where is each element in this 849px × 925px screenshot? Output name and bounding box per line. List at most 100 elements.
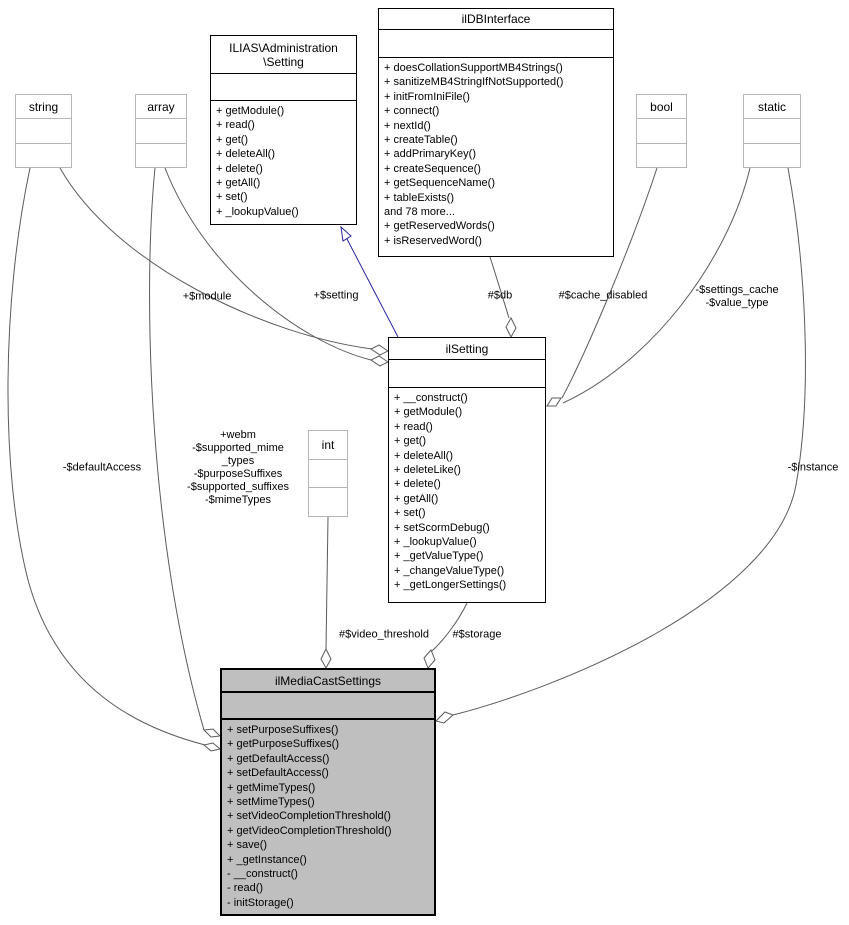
list-item: + deleteLike() [394, 464, 461, 477]
edge-string-to-mediacast [7, 167, 206, 746]
list-item: + setPurposeSuffixes() [227, 724, 339, 736]
list-item: + getReservedWords() [384, 220, 495, 233]
aggregation-diamond-supported [202, 728, 222, 738]
list-item: + sanitizeMB4StringIfNotSupported() [384, 76, 564, 89]
list-item: + isReservedWord() [384, 234, 482, 247]
list-item: + getMimeTypes() [227, 781, 316, 794]
aggregation-diamond-module [370, 344, 389, 356]
type-name: array [136, 95, 186, 120]
list-item: + getDefaultAccess() [227, 752, 330, 765]
type-empty-compartment [637, 144, 686, 167]
class-title: ILIAS\Administration\Setting [211, 36, 356, 74]
aggregation-diamond-setting [370, 355, 389, 367]
list-item: + setScormDebug() [394, 521, 490, 534]
edge-label-storage: #$storage [452, 628, 502, 641]
edge-array-to-mediacast [149, 167, 205, 731]
list-item: + getPurposeSuffixes() [227, 738, 339, 751]
list-item: + __construct() [394, 392, 468, 404]
list-item: + get() [394, 435, 427, 448]
type-name: bool [637, 95, 686, 120]
list-item: + tableExists() [384, 191, 454, 204]
list-item: and 78 more... [384, 206, 455, 219]
type-box-string: string [15, 94, 72, 168]
edge-label-db: #$db [487, 289, 513, 302]
list-item: -$value_type [705, 297, 769, 309]
class-title: ilDBInterface [379, 9, 613, 30]
class-box-ilias-administration-setting[interactable]: ILIAS\Administration\Setting + getModule… [210, 35, 357, 225]
edge-label-default-access: -$defaultAccess [62, 461, 142, 474]
edge-label-cache-disabled: #$cache_disabled [558, 289, 648, 302]
edge-ilsetting-to-mediacast [431, 602, 468, 652]
list-item: + deleteAll() [216, 148, 276, 161]
list-item: + getVideoCompletionThreshold() [227, 824, 392, 837]
list-item: _types [221, 455, 255, 467]
list-item: + addPrimaryKey() [384, 148, 477, 161]
aggregation-diamond-cache [546, 397, 562, 407]
list-item: + _getLongerSettings() [394, 579, 507, 592]
list-item: + delete() [394, 478, 441, 491]
list-item: + nextId() [384, 119, 431, 132]
list-item: + read() [394, 420, 433, 433]
list-item: + read() [216, 119, 255, 132]
list-item: + getModule() [394, 406, 463, 419]
class-box-ilmediacastsettings[interactable]: ilMediaCastSettings + setPurposeSuffixes… [220, 668, 436, 916]
edge-label-module: +$module [182, 290, 232, 303]
type-name: static [744, 95, 800, 120]
class-title: ilSetting [389, 338, 545, 360]
type-name: string [16, 95, 71, 120]
list-item: + doesCollationSupportMB4Strings() [384, 62, 563, 74]
edge-label-supported: +webm-$supported_mime_types-$purposeSuff… [187, 429, 289, 507]
aggregation-diamond-default-access [202, 742, 222, 752]
class-title: ilMediaCastSettings [222, 670, 434, 693]
edge-int-to-mediacast [325, 516, 329, 650]
list-item: + setMimeTypes() [227, 796, 315, 809]
edge-label-instance: -$instance [787, 461, 839, 474]
attributes-compartment [211, 74, 356, 101]
inheritance-edge [346, 238, 399, 338]
edge-bool-to-ilsetting [561, 167, 658, 399]
class-box-ildbinterface[interactable]: ilDBInterface + doesCollationSupportMB4S… [378, 8, 614, 257]
attributes-compartment [389, 360, 545, 388]
aggregation-diamond-instance [435, 711, 454, 724]
type-box-bool: bool [636, 94, 687, 168]
list-item: + connect() [384, 105, 440, 118]
list-item: + setDefaultAccess() [227, 767, 329, 780]
methods-compartment: + doesCollationSupportMB4Strings() + sani… [379, 58, 613, 251]
list-item: +webm [220, 429, 256, 441]
list-item: + _changeValueType() [394, 564, 505, 577]
class-box-ilsetting[interactable]: ilSetting + __construct()+ getModule()+ … [388, 337, 546, 603]
edge-label-video-threshold: #$video_threshold [339, 628, 429, 641]
attributes-compartment [379, 30, 613, 58]
list-item: -$settings_cache [695, 284, 779, 296]
list-item: + _lookupValue() [216, 205, 299, 218]
edge-label-setting: +$setting [313, 289, 359, 302]
methods-compartment: + getModule()+ read()+ get()+ deleteAll(… [211, 101, 356, 222]
list-item: -$supported_suffixes [187, 481, 289, 493]
type-empty-compartment [744, 119, 800, 144]
list-item: - initStorage() [227, 896, 294, 909]
type-box-int: int [308, 430, 348, 517]
list-item: + save() [227, 839, 268, 852]
list-item: ILIAS\Administration [229, 40, 338, 55]
type-empty-compartment [136, 144, 186, 167]
type-empty-compartment [309, 460, 347, 489]
inheritance-arrowhead [340, 225, 352, 242]
list-item: + _getInstance() [227, 853, 307, 866]
type-box-array: array [135, 94, 187, 168]
list-item: + createTable() [384, 134, 458, 147]
type-empty-compartment [16, 144, 71, 167]
aggregation-diamond-db [505, 316, 517, 339]
attributes-compartment [222, 693, 434, 720]
methods-compartment: + setPurposeSuffixes() + getPurposeSuffix… [222, 720, 434, 913]
list-item: + set() [394, 507, 426, 520]
list-item: + set() [216, 191, 248, 204]
list-item: + getAll() [216, 177, 261, 190]
edge-static-to-mediacast [452, 167, 806, 716]
list-item: - __construct() [227, 868, 298, 881]
list-item: \Setting [263, 54, 304, 69]
list-item: -$mimeTypes [204, 494, 272, 506]
methods-compartment: + __construct() + getModule()+ read() + ge… [389, 388, 545, 596]
list-item: + getSequenceName() [384, 177, 495, 190]
